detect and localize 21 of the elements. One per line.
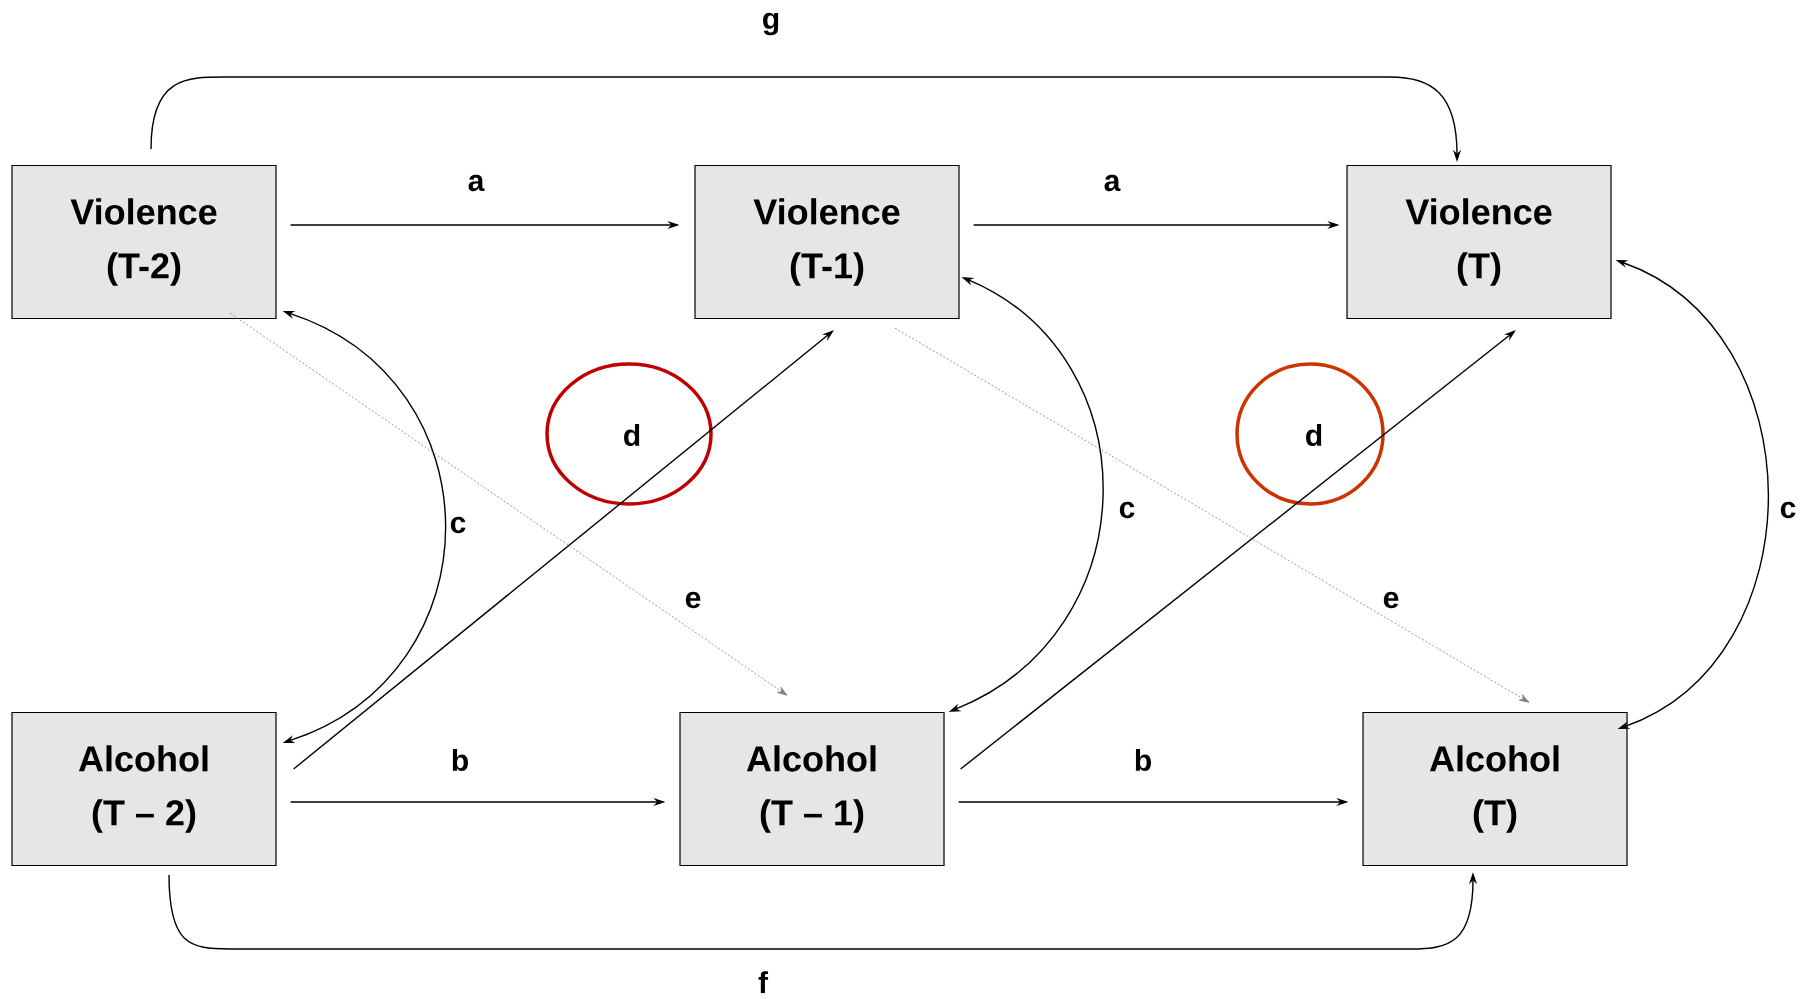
edge-label: b [1131, 747, 1155, 774]
variable-box: Alcohol (T – 2) [11, 711, 277, 867]
edge-label: c [1777, 499, 1799, 521]
arrow [229, 312, 788, 696]
edge-label: a [465, 172, 487, 194]
edge-label: g [759, 10, 783, 38]
edge-label: c [1116, 499, 1138, 521]
edge-label: c [447, 514, 469, 536]
edge-label: e [1380, 589, 1402, 611]
edge-label: e [682, 589, 704, 611]
edge-label: f [756, 969, 770, 995]
edge-label: a [1101, 172, 1123, 194]
edge-label: b [448, 747, 472, 774]
edge-label: d [620, 422, 644, 448]
variable-box: Violence (T-1) [694, 164, 960, 320]
variable-box: Violence (T-2) [11, 164, 277, 320]
variable-box: Alcohol (T) [1362, 711, 1628, 867]
edge-label: d [1302, 422, 1326, 448]
variable-box: Alcohol (T – 1) [679, 711, 945, 867]
arrow [894, 327, 1530, 703]
variable-box: Violence (T) [1346, 164, 1612, 320]
